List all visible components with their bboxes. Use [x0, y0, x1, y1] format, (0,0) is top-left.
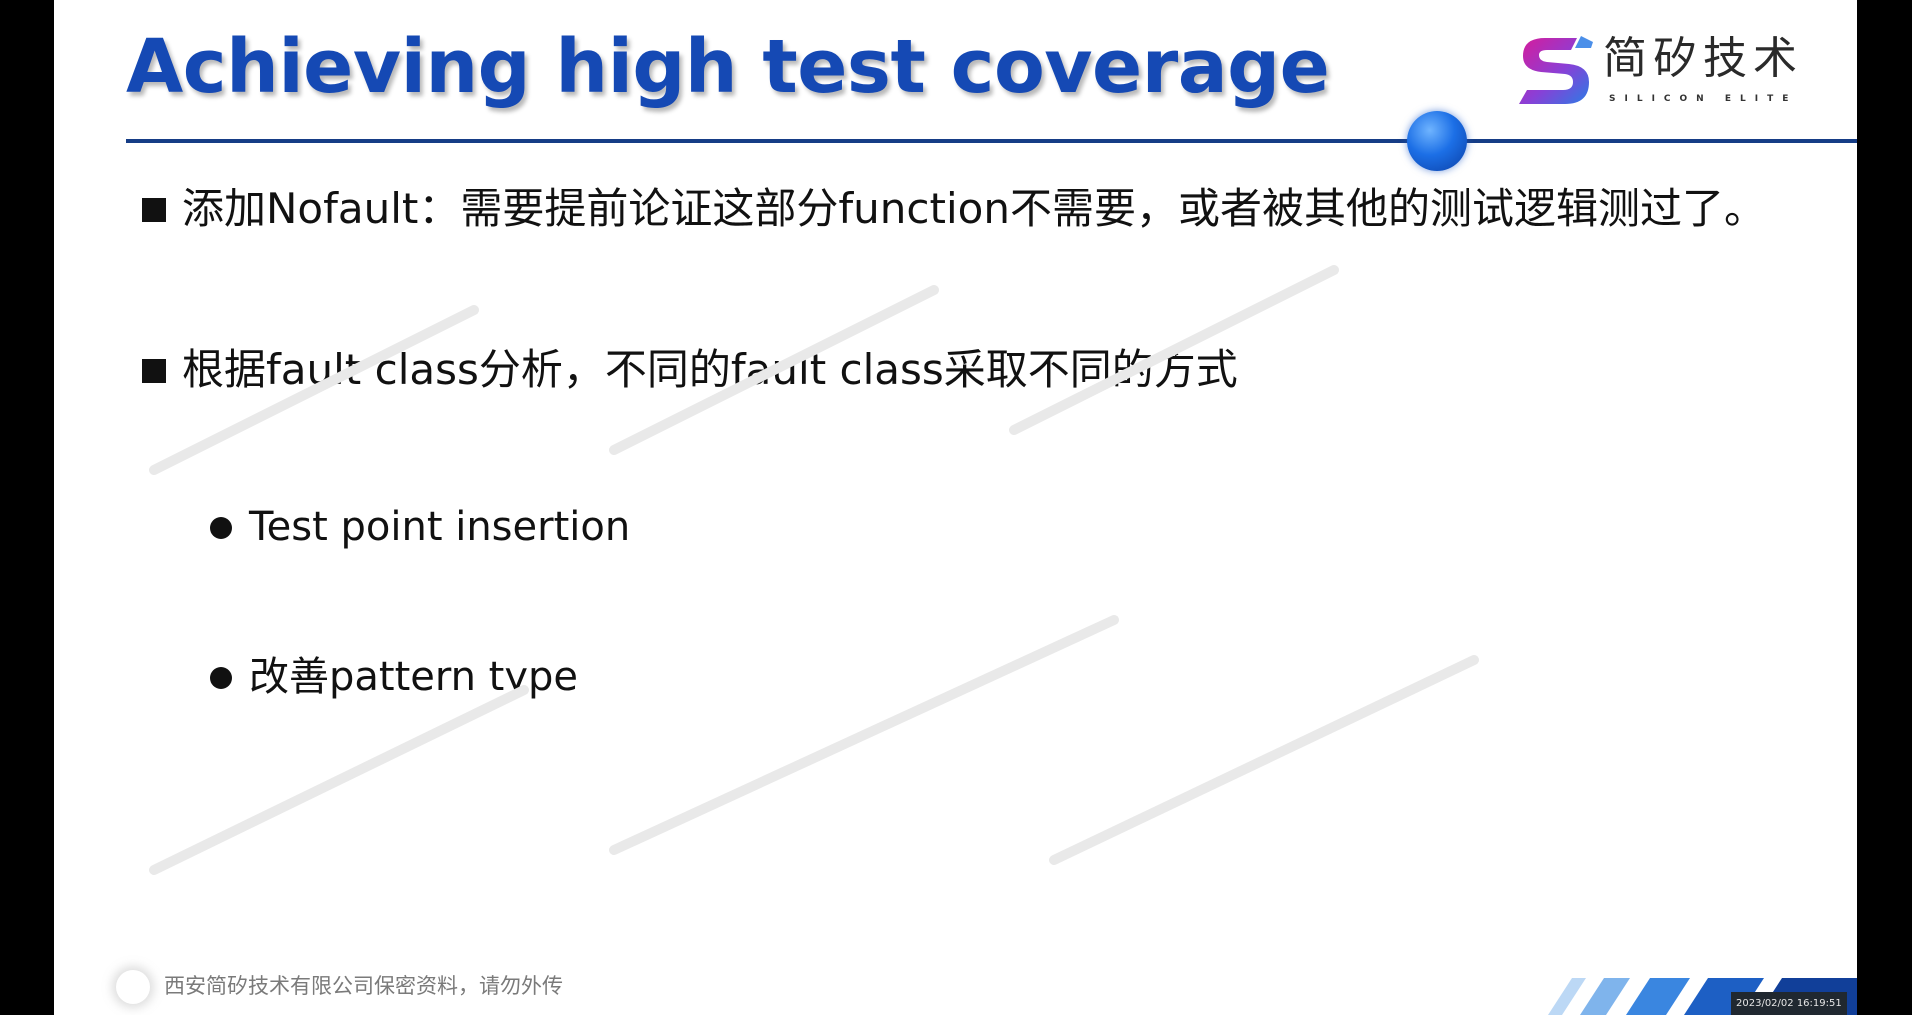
logo-chinese-name: 简矽技术 [1603, 33, 1803, 84]
bullet-item: 根据fault class分析，不同的fault class采取不同的方式 [142, 343, 1822, 397]
silicon-elite-logo-icon [1519, 36, 1593, 104]
confidential-notice: 西安简矽技术有限公司保密资料，请勿外传 [164, 974, 563, 998]
recording-timestamp: 2023/02/02 16:19:51 [1731, 992, 1847, 1015]
bullet-text: 添加Nofault：需要提前论证这部分function不需要，或者被其他的测试逻… [182, 184, 1766, 233]
round-bullet-icon [210, 517, 232, 539]
slide-title: Achieving high test coverage [126, 24, 1330, 110]
round-bullet-icon [210, 667, 232, 689]
square-bullet-icon [142, 359, 166, 383]
bullet-item: 添加Nofault：需要提前论证这部分function不需要，或者被其他的测试逻… [142, 182, 1822, 236]
sub-bullet-item: Test point insertion [210, 501, 1110, 553]
sub-bullet-text: Test point insertion [249, 504, 631, 550]
slide: Achieving high test coverage 简矽技术 SILICO… [54, 0, 1857, 1015]
sub-bullet-text: 改善pattern type [249, 654, 579, 700]
logo-english-name: SILICON ELITE [1609, 94, 1798, 104]
sub-bullet-item: 改善pattern type [210, 651, 1110, 703]
footer-circle-icon [116, 970, 150, 1004]
title-divider [126, 139, 1857, 143]
bullet-text: 根据fault class分析，不同的fault class采取不同的方式 [182, 345, 1238, 394]
square-bullet-icon [142, 198, 166, 222]
title-divider-dot [1407, 111, 1467, 171]
company-logo: 简矽技术 SILICON ELITE [1515, 34, 1797, 114]
